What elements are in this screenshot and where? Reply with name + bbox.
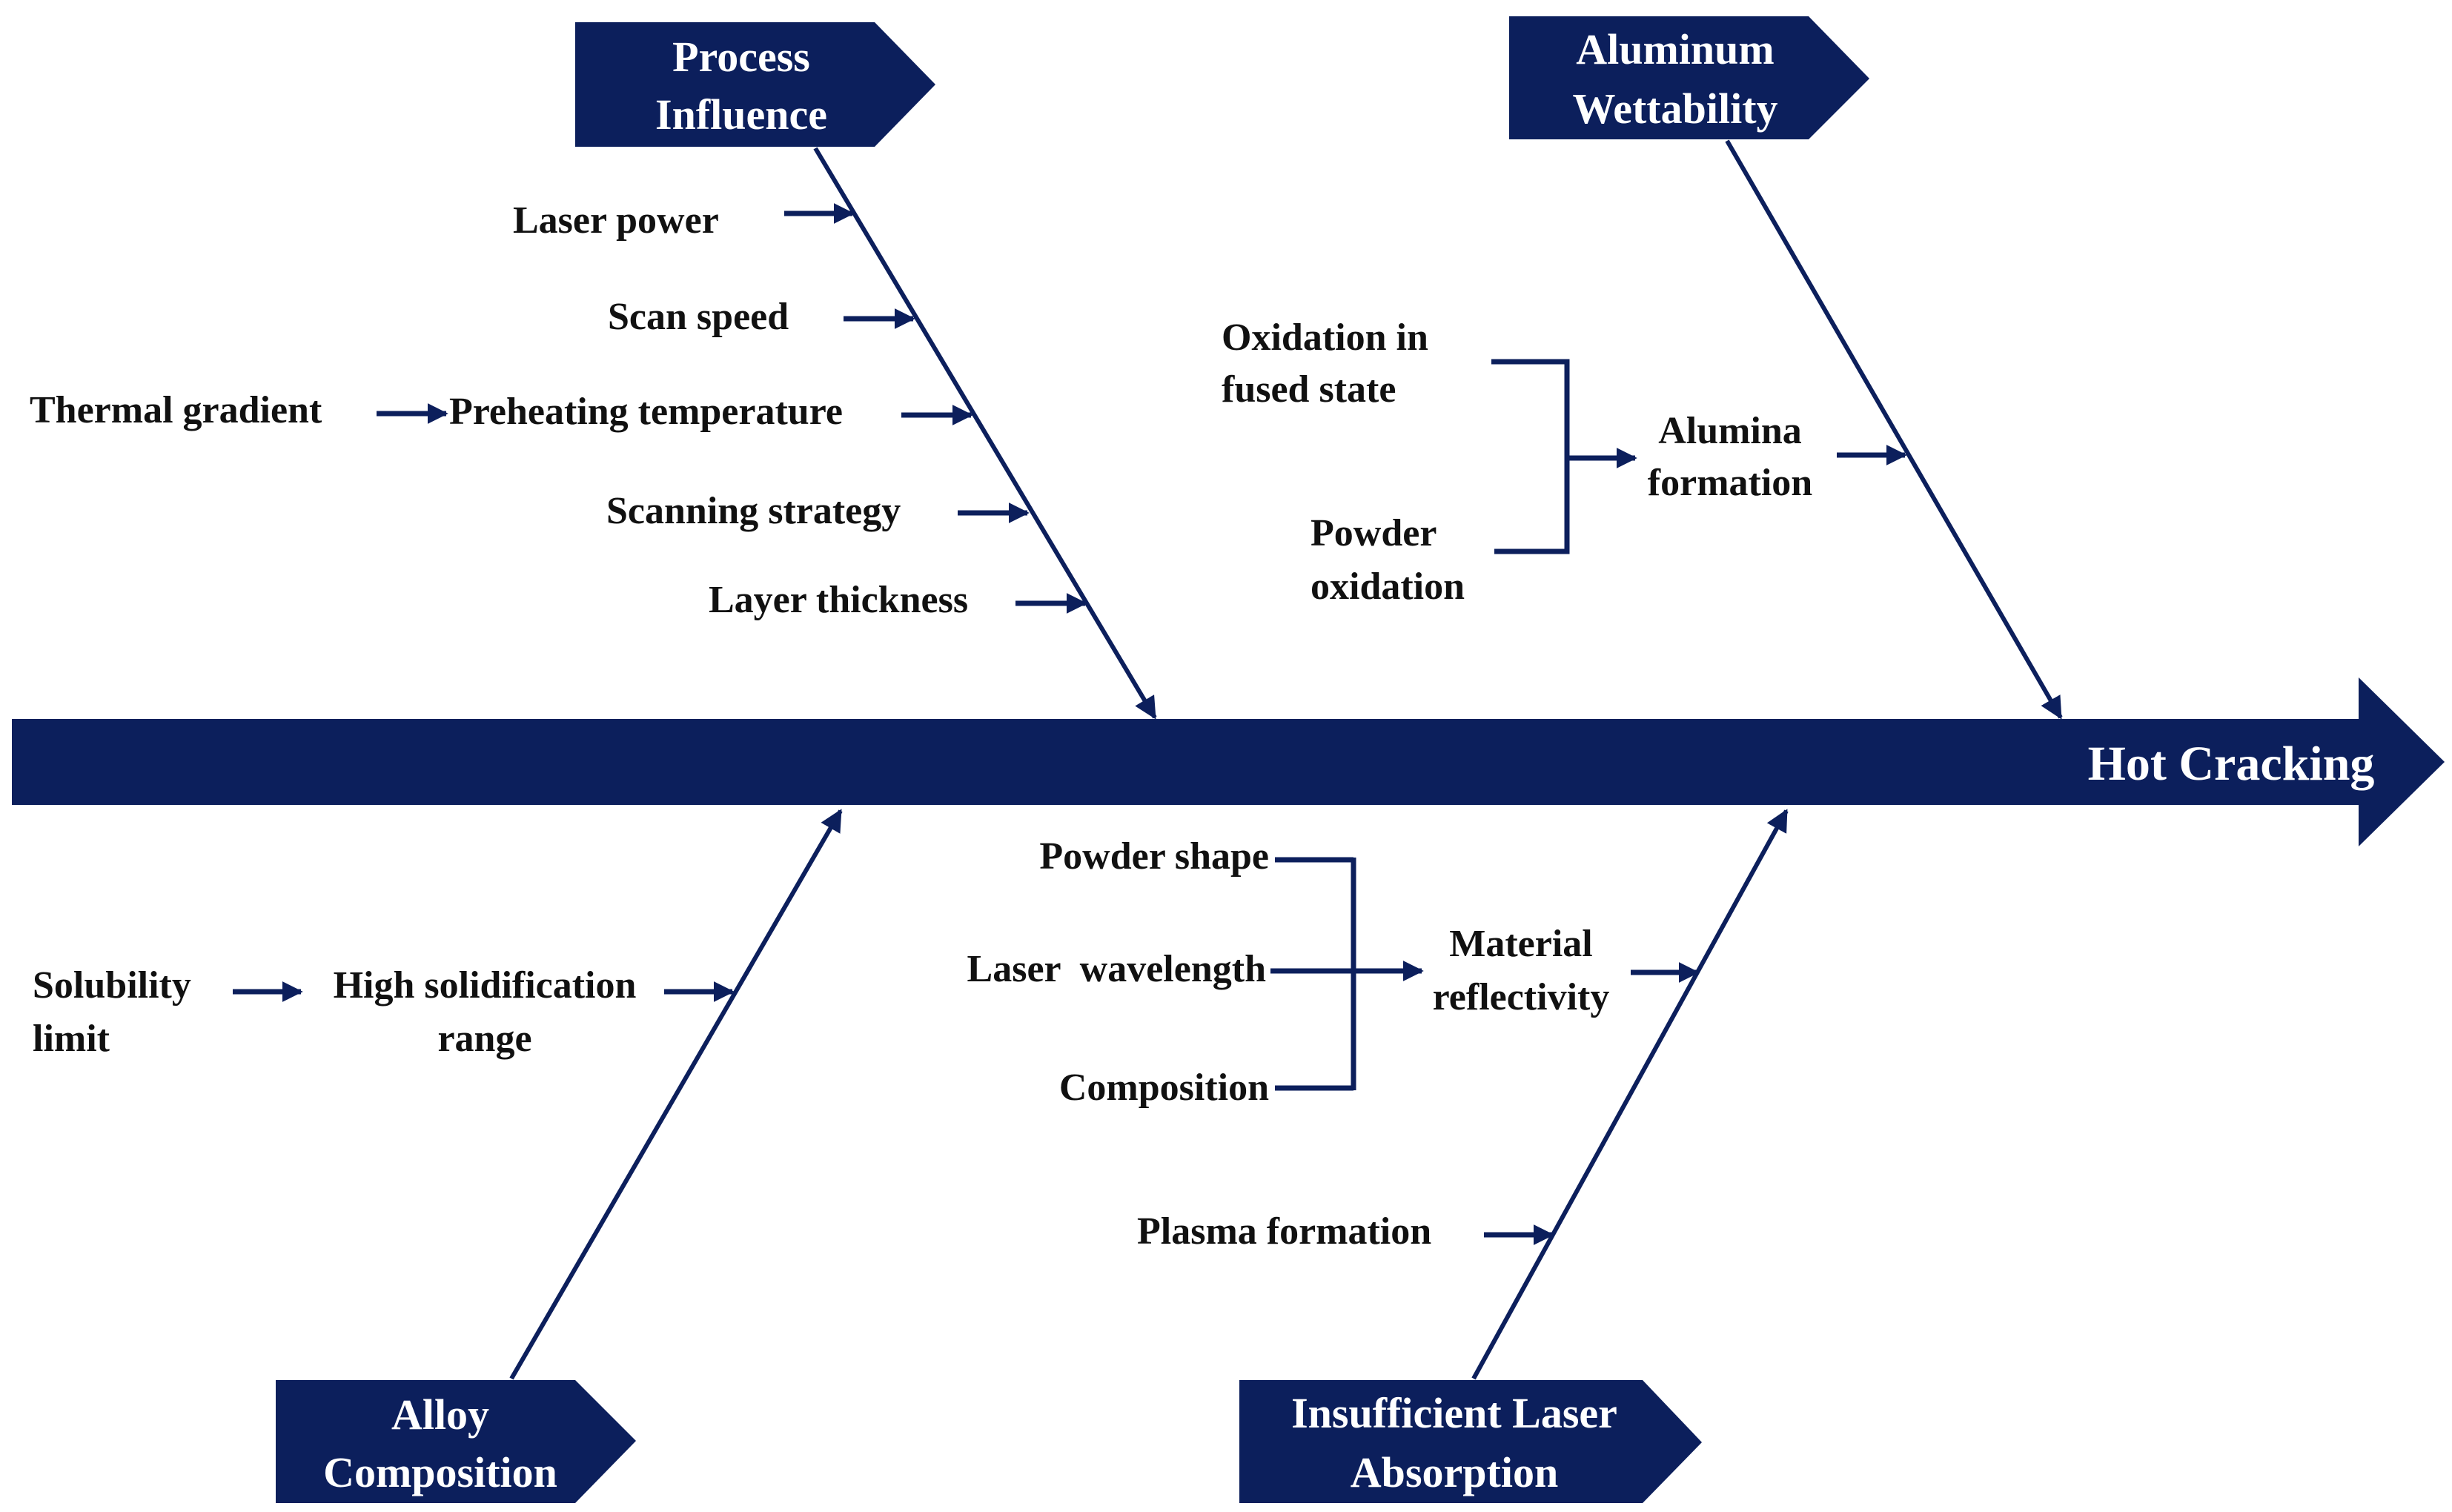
category-process-box: Process Influence (575, 22, 935, 147)
cause-solidification-range-2: range (437, 1018, 531, 1060)
cause-laser-power: Laser power (513, 199, 719, 242)
cause-material-reflectivity-2: reflectivity (1433, 976, 1610, 1018)
cause-powder-shape: Powder shape (1039, 835, 1269, 878)
alloy-bone (509, 809, 843, 1380)
cause-preheating: Preheating temperature (449, 391, 843, 433)
aluminum-bone (1725, 139, 2063, 720)
cause-powder-oxidation: Powder (1311, 512, 1437, 554)
cause-oxidation-fused-2: fused state (1222, 368, 1396, 411)
category-process-label: Process (672, 33, 810, 81)
category-aluminum-box: Aluminum Wettability (1509, 16, 1869, 139)
laser-bone (1471, 809, 1789, 1380)
category-process-label-2: Influence (655, 90, 827, 139)
cause-scan-speed: Scan speed (608, 296, 789, 338)
category-aluminum-label: Aluminum (1576, 25, 1775, 73)
process-bone (813, 147, 1157, 720)
cause-scanning-strategy: Scanning strategy (606, 490, 901, 532)
category-laser-box: Insufficient Laser Absorption (1239, 1380, 1702, 1503)
category-alloy-label: Alloy (391, 1390, 489, 1439)
cause-powder-oxidation-2: oxidation (1311, 566, 1465, 608)
aluminum-bracket (1491, 359, 1570, 554)
cause-plasma-formation: Plasma formation (1137, 1210, 1431, 1253)
cause-solidification-range: High solidification (334, 964, 637, 1007)
cause-composition: Composition (1059, 1067, 1269, 1109)
category-alloy-label-2: Composition (323, 1448, 557, 1496)
category-laser-label-2: Absorption (1351, 1448, 1558, 1496)
cause-thermal-gradient: Thermal gradient (30, 389, 322, 431)
main-spine (12, 677, 2445, 846)
cause-oxidation-fused: Oxidation in (1222, 316, 1428, 359)
category-alloy-box: Alloy Composition (276, 1380, 636, 1503)
cause-solubility-limit-2: limit (33, 1018, 110, 1060)
effect-label: Hot Cracking (2088, 737, 2375, 791)
cause-material-reflectivity: Material (1449, 923, 1592, 965)
cause-solubility-limit: Solubility (33, 964, 191, 1007)
cause-laser-wavelength: Laser wavelength (967, 948, 1267, 990)
cause-layer-thickness: Layer thickness (709, 579, 968, 621)
category-aluminum-label-2: Wettability (1572, 84, 1777, 133)
cause-alumina-formation: Alumina (1658, 410, 1802, 452)
category-laser-label: Insufficient Laser (1291, 1389, 1617, 1437)
cause-alumina-formation-2: formation (1648, 462, 1812, 504)
